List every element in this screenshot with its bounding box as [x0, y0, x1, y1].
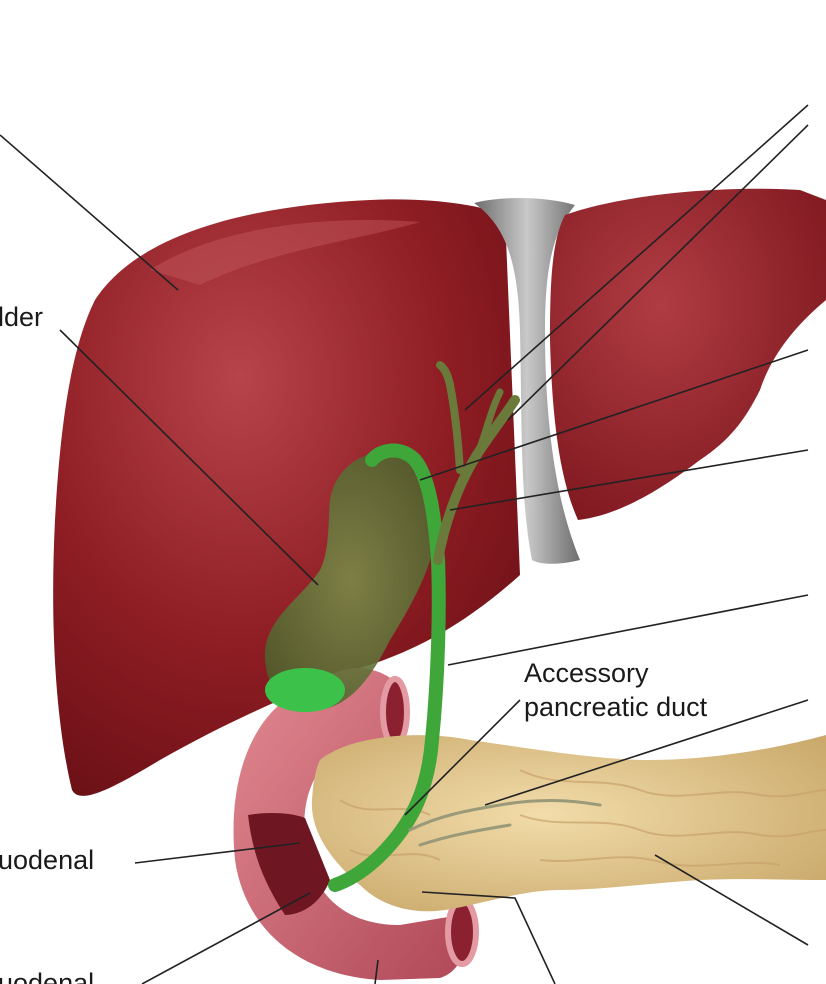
- falciform-ligament: [474, 197, 580, 564]
- duodenum-opening-top: [380, 676, 410, 748]
- label-gallbladder: lder: [0, 302, 44, 332]
- label-accessory-line1: Accessory: [524, 658, 649, 688]
- liver-left-lobe: [550, 188, 826, 520]
- biliary-ducts: [328, 361, 602, 892]
- duodenum-cutaway: [248, 813, 330, 915]
- liver-highlight: [150, 219, 420, 285]
- pancreas-texture: [339, 769, 826, 867]
- gallbladder-fundus: [265, 668, 345, 712]
- label-accessory-line2: pancreatic duct: [524, 692, 708, 722]
- leader-lines: [0, 104, 809, 984]
- duodenum-opening-bottom: [445, 897, 479, 967]
- label-duodenal-lower: uodenal: [0, 968, 95, 984]
- label-duodenal-upper: uodenal: [0, 845, 95, 875]
- label-accessory-pancreatic-duct: Accessory pancreatic duct: [524, 656, 707, 724]
- gallbladder: [264, 451, 439, 711]
- liver-right-lobe: [53, 199, 521, 796]
